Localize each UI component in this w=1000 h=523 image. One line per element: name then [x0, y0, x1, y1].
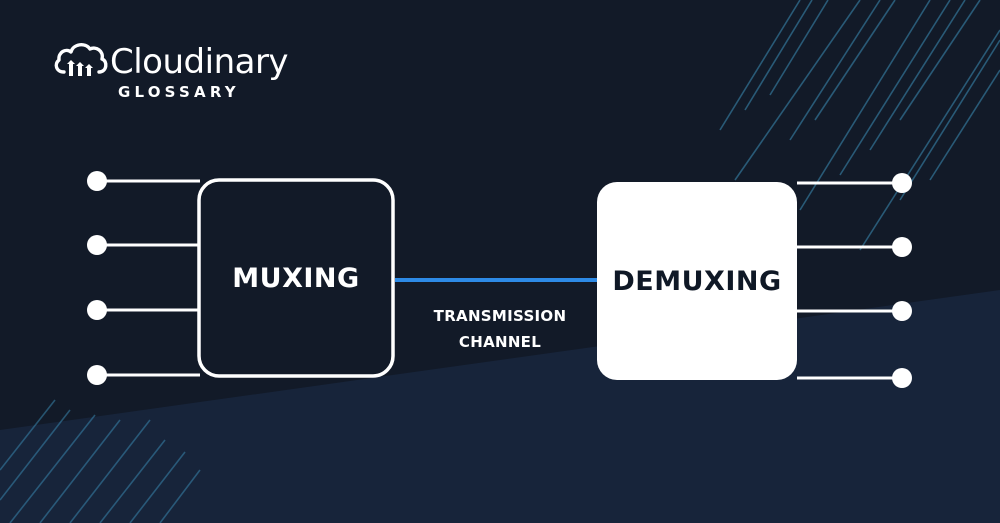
- mux-box: [197, 178, 395, 378]
- mux-input-node: [87, 365, 107, 385]
- demux-label: DEMUXING: [612, 265, 782, 297]
- demux-output-node: [892, 301, 912, 321]
- demux-output-node: [892, 173, 912, 193]
- cloudinary-logo: Cloudinary GLOSSARY: [52, 38, 292, 108]
- channel-label-line1: TRANSMISSION: [433, 307, 567, 325]
- cloud-logo-icon: [54, 43, 108, 76]
- decorative-stripes-bottom-left: [0, 399, 201, 523]
- mux-input-lines: [97, 179, 200, 377]
- demux-output-node: [892, 368, 912, 388]
- brand-name: Cloudinary: [110, 42, 289, 82]
- demux-output-lines: [797, 181, 902, 380]
- demux-output-node: [892, 237, 912, 257]
- transmission-channel-label: TRANSMISSION CHANNEL: [415, 303, 585, 355]
- mux-label: MUXING: [232, 262, 360, 294]
- decorative-stripes-top-right: [719, 0, 1000, 251]
- channel-label-line2: CHANNEL: [458, 333, 542, 351]
- brand-subtitle: GLOSSARY: [118, 83, 240, 101]
- demux-box: [597, 182, 797, 380]
- mux-input-node: [87, 171, 107, 191]
- demux-output-nodes: [892, 173, 912, 388]
- mux-input-node: [87, 300, 107, 320]
- mux-input-nodes: [87, 171, 107, 385]
- mux-input-node: [87, 235, 107, 255]
